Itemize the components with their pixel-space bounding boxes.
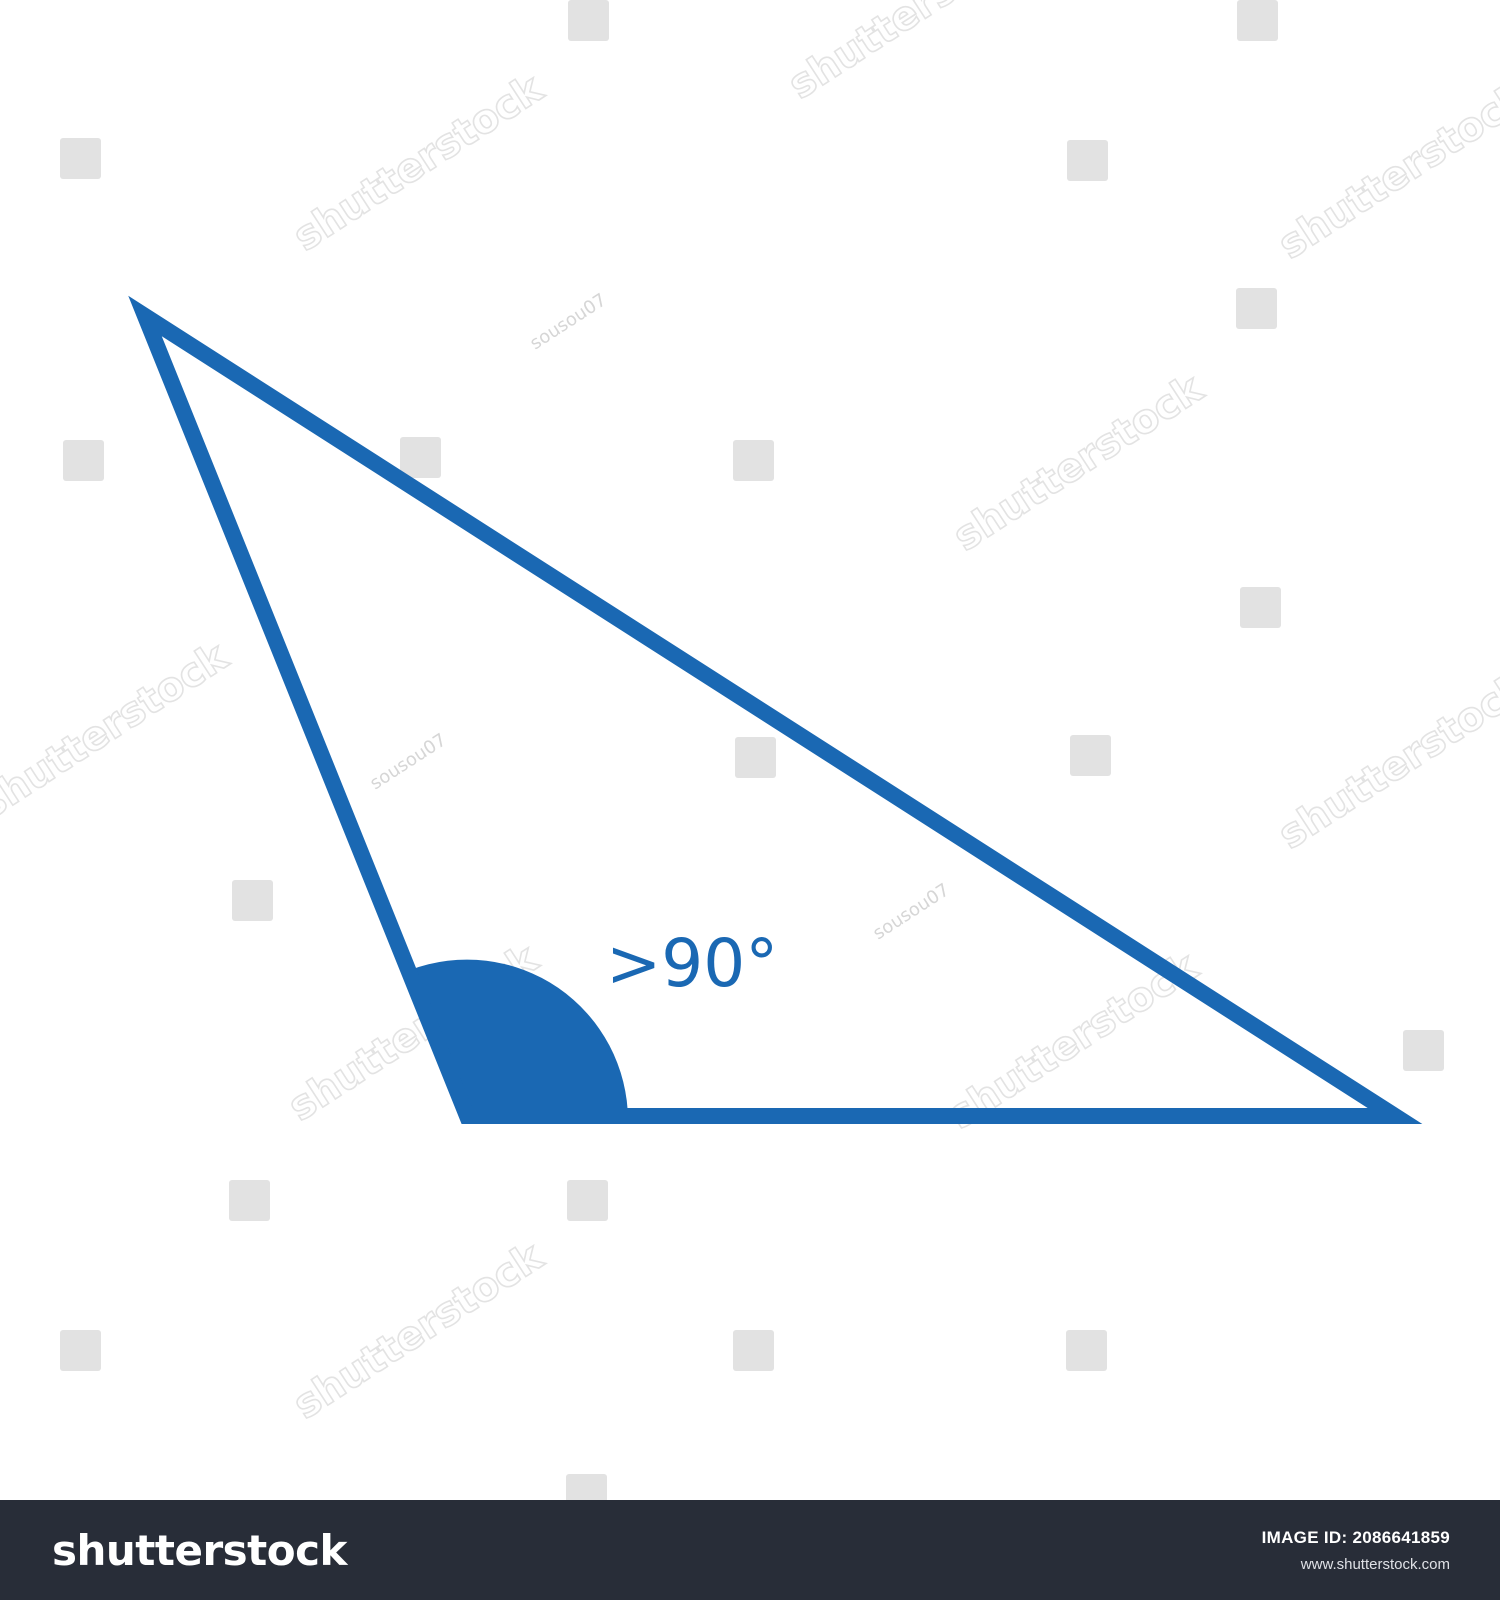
watermark-badge — [1067, 140, 1108, 181]
watermark-layer: shutterstock shutterstock shutterstock shut… — [0, 0, 1500, 1500]
watermark-badge — [733, 1330, 774, 1371]
triangle-outline — [128, 295, 1423, 1124]
watermark-word: shutterstock — [945, 365, 1212, 560]
image-meta: IMAGE ID: 2086641859 www.shutterstock.co… — [1262, 1528, 1450, 1573]
watermark-badge — [400, 437, 441, 478]
brand-logo: shutterstock — [52, 1525, 347, 1575]
watermark-badge — [229, 1180, 270, 1221]
watermark-badge — [1403, 1030, 1444, 1071]
watermark-badge — [568, 0, 609, 41]
watermark-badge — [60, 138, 101, 179]
watermark-contributor: sousou07 — [366, 729, 450, 794]
watermark-contributor: sousou07 — [526, 289, 610, 354]
watermark-badge — [232, 880, 273, 921]
watermark-badge — [60, 1330, 101, 1371]
site-url: www.shutterstock.com — [1300, 1555, 1450, 1573]
image-id-label: IMAGE ID: 2086641859 — [1261, 1527, 1450, 1547]
watermark-badge — [1066, 1330, 1107, 1371]
watermark-contributor: sousou07 — [869, 879, 953, 944]
obtuse-triangle-diagram: shutterstock shutterstock shutterstock shut… — [0, 0, 1500, 1500]
watermark-word: shutterstock — [780, 0, 1047, 108]
watermark-badge — [63, 440, 104, 481]
watermark-word: shutterstock — [1270, 663, 1500, 858]
angle-label: >90° — [606, 925, 778, 1002]
watermark-badge — [735, 737, 776, 778]
watermark-word: shutterstock — [1270, 73, 1500, 268]
stock-footer-bar: shutterstock IMAGE ID: 2086641859 www.sh… — [0, 1500, 1500, 1600]
obtuse-angle-marker — [410, 959, 628, 1120]
watermark-word: shutterstock — [0, 633, 237, 828]
watermark-badge — [566, 1474, 607, 1500]
watermark-badge — [1070, 735, 1111, 776]
watermark-badge — [567, 1180, 608, 1221]
watermark-badge — [733, 440, 774, 481]
watermark-word: shutterstock — [285, 1233, 552, 1428]
watermark-word: shutterstock — [285, 65, 552, 260]
watermark-badge — [1240, 587, 1281, 628]
watermark-badge — [1236, 288, 1277, 329]
watermark-badge — [1237, 0, 1278, 41]
